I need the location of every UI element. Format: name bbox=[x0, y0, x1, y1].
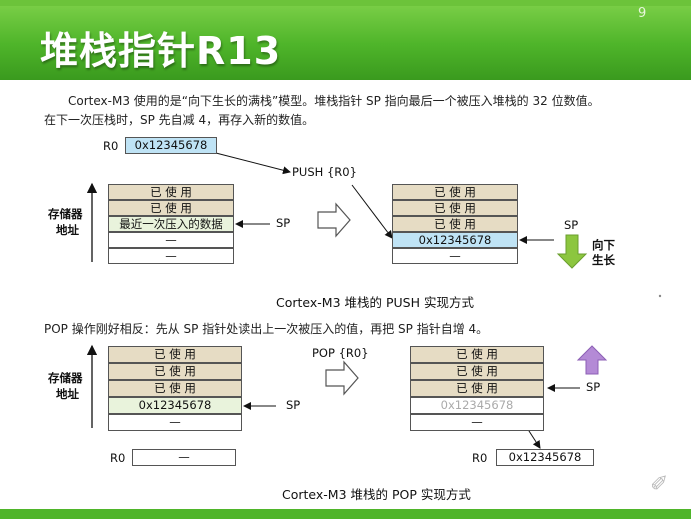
pop-caption: Cortex-M3 堆栈的 POP 实现方式 bbox=[282, 487, 471, 502]
stack-cell: 已 使 用 bbox=[108, 184, 234, 200]
stack-cell-latest: 最近一次压入的数据 bbox=[108, 216, 234, 232]
stack-cell-popped: 0x12345678 bbox=[410, 397, 544, 414]
stack-cell-top: 0x12345678 bbox=[108, 397, 242, 414]
stack-cell: — bbox=[108, 232, 234, 248]
stack-cell: — bbox=[108, 414, 242, 431]
slide-header bbox=[0, 0, 691, 80]
pop-address-label-1: 存储器 bbox=[48, 371, 83, 385]
stack-cell: 已 使 用 bbox=[410, 363, 544, 380]
pop-sp-after-label: SP bbox=[586, 380, 601, 394]
pop-r0-label-before: R0 bbox=[110, 451, 126, 465]
push-op-label: PUSH {R0} bbox=[292, 165, 357, 179]
grow-down-label-1: 向下 bbox=[592, 238, 615, 252]
push-sp-after-label: SP bbox=[564, 218, 579, 232]
stack-cell: 已 使 用 bbox=[108, 200, 234, 216]
push-r0-register: 0x12345678 bbox=[125, 137, 217, 154]
stack-cell: 已 使 用 bbox=[392, 184, 518, 200]
stack-cell: 已 使 用 bbox=[108, 346, 242, 363]
intro-line-2: 在下一次压栈时，SP 先自减 4，再存入新的数值。 bbox=[44, 113, 315, 127]
slide-title: 堆栈指针R13 bbox=[40, 29, 282, 73]
slide-footer bbox=[0, 509, 691, 519]
header-strip bbox=[0, 0, 691, 6]
push-address-label-1: 存储器 bbox=[48, 207, 83, 221]
pop-address-label-2: 地址 bbox=[56, 387, 79, 401]
stack-cell: — bbox=[410, 414, 544, 431]
intro-line-1: Cortex-M3 使用的是“向下生长的满栈”模型。堆栈指针 SP 指向最后一个… bbox=[68, 94, 600, 108]
pop-r0-register-after: 0x12345678 bbox=[496, 449, 594, 466]
push-caption: Cortex-M3 堆栈的 PUSH 实现方式 bbox=[276, 295, 474, 310]
stack-cell: — bbox=[392, 248, 518, 264]
pop-op-label: POP {R0} bbox=[312, 346, 369, 360]
stack-cell: 已 使 用 bbox=[108, 363, 242, 380]
stack-cell: 已 使 用 bbox=[410, 380, 544, 397]
stack-cell: 已 使 用 bbox=[410, 346, 544, 363]
stack-cell: 已 使 用 bbox=[108, 380, 242, 397]
grow-down-label-2: 生长 bbox=[592, 253, 615, 267]
pop-sp-label: SP bbox=[286, 398, 301, 412]
push-r0-label: R0 bbox=[103, 139, 119, 153]
stack-cell: — bbox=[108, 248, 234, 264]
stack-cell: 已 使 用 bbox=[392, 216, 518, 232]
pop-intro: POP 操作刚好相反：先从 SP 指针处读出上一次被压入的值，再把 SP 指针自… bbox=[44, 322, 489, 336]
page-number: 9 bbox=[638, 6, 647, 21]
push-address-label-2: 地址 bbox=[56, 223, 79, 237]
pop-r0-register-before: — bbox=[132, 449, 236, 466]
logo-mark-icon: ✐ bbox=[650, 472, 669, 497]
stack-cell-pushed: 0x12345678 bbox=[392, 232, 518, 248]
push-sp-label: SP bbox=[276, 216, 291, 230]
stack-cell: 已 使 用 bbox=[392, 200, 518, 216]
pop-r0-label-after: R0 bbox=[472, 451, 488, 465]
